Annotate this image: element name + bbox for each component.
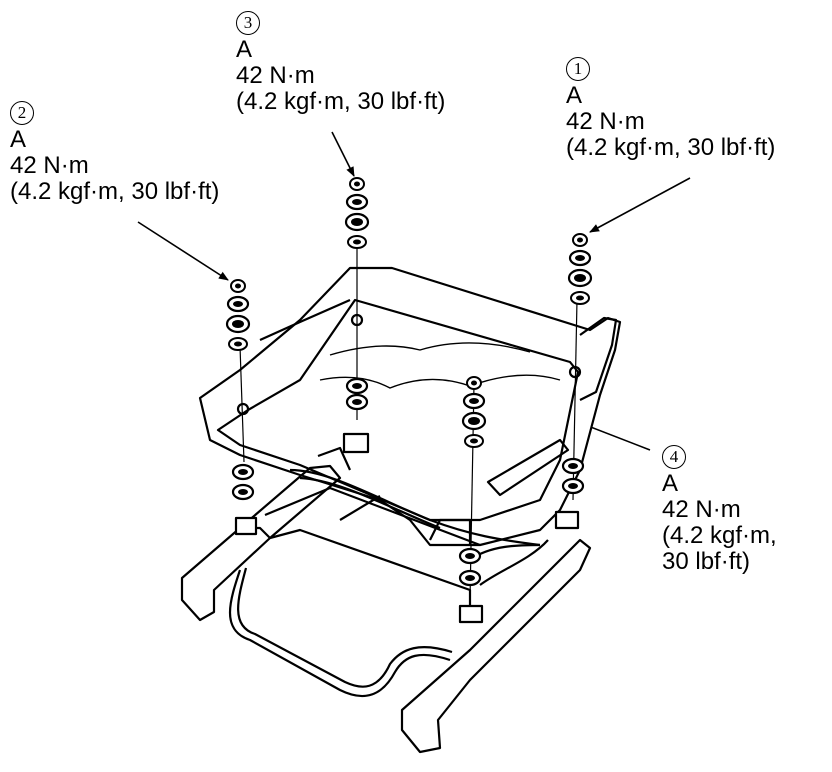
callout-number: 3 [236, 11, 260, 35]
nut-stack-3 [344, 176, 370, 250]
nut-stack-1 [567, 232, 593, 306]
callout-torque: 42 N·m [10, 152, 89, 179]
nut-stack-2 [225, 278, 251, 352]
callout-letter: A [662, 470, 679, 497]
callout-letter: A [236, 36, 253, 63]
callout-spec: (4.2 kgf·m, 30 lbf·ft) [236, 88, 446, 115]
callout-spec-line1: (4.2 kgf·m, [662, 522, 777, 549]
callout-spec: (4.2 kgf·m, 30 lbf·ft) [10, 178, 220, 205]
callout-letter: A [10, 126, 27, 153]
callout-4: 4 A 42 N·m (4.2 kgf·m, 30 lbf·ft) [662, 442, 777, 575]
callout-2: 2 A 42 N·m (4.2 kgf·m, 30 lbf·ft) [10, 98, 219, 205]
callout-torque: 42 N·m [566, 108, 645, 135]
callout-3: 3 A 42 N·m (4.2 kgf·m, 30 lbf·ft) [236, 8, 445, 115]
callout-number: 1 [566, 57, 590, 81]
seat-cushion-frame [198, 266, 622, 547]
callout-number: 4 [662, 445, 686, 469]
callout-spec: (4.2 kgf·m, 30 lbf·ft) [566, 134, 776, 161]
callout-letter: A [566, 82, 583, 109]
callout-spec-line2: 30 lbf·ft) [662, 548, 751, 575]
callout-torque: 42 N·m [662, 496, 741, 523]
callout-torque: 42 N·m [236, 62, 315, 89]
callout-number: 2 [10, 101, 34, 125]
seat-track-frame [180, 432, 592, 754]
callout-1: 1 A 42 N·m (4.2 kgf·m, 30 lbf·ft) [566, 54, 775, 161]
